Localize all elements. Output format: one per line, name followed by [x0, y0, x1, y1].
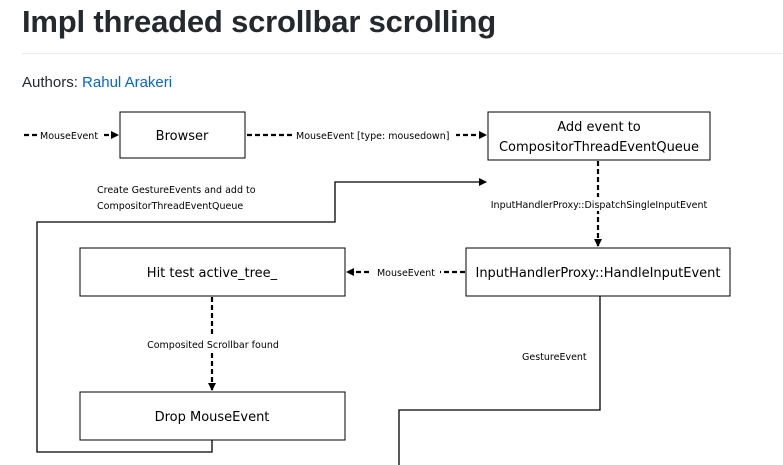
author-link[interactable]: Rahul Arakeri: [82, 74, 173, 91]
handle-input-label: InputHandlerProxy::HandleInputEvent: [475, 266, 720, 281]
handle-input-box: [465, 247, 731, 297]
dispatch-label: InputHandlerProxy::DispatchSingleInputEv…: [491, 200, 708, 211]
create-gesture-label-1: Create GestureEvents and add to: [97, 185, 256, 196]
handle-to-hit-label: MouseEvent: [377, 268, 435, 279]
add-event-box: [487, 111, 711, 161]
hit-test-box: [79, 247, 346, 297]
gesture-event-label: GestureEvent: [522, 352, 587, 363]
authors-label: Authors:: [22, 74, 78, 91]
authors-line: Authors: Rahul Arakeri: [22, 74, 172, 91]
add-event-label-1: Add event to: [557, 120, 641, 135]
browser-to-queue-label: MouseEvent [type: mousedown]: [296, 131, 449, 142]
add-event-label-2: CompositorThreadEventQueue: [499, 140, 699, 155]
create-gesture-label-2: CompositorThreadEventQueue: [97, 201, 243, 212]
title-divider: [22, 53, 783, 54]
scrollbar-found-label: Composited Scrollbar found: [147, 340, 279, 351]
incoming-label: MouseEvent: [40, 131, 98, 142]
browser-box: [119, 111, 246, 159]
gesture-loop-line: [36, 178, 487, 453]
hit-test-label: Hit test active_tree_: [147, 266, 278, 281]
browser-box-label: Browser: [156, 129, 209, 144]
drop-label: Drop MouseEvent: [155, 410, 270, 425]
page-title: Impl threaded scrollbar scrolling: [22, 4, 497, 39]
gesture-event-line: [398, 296, 601, 465]
